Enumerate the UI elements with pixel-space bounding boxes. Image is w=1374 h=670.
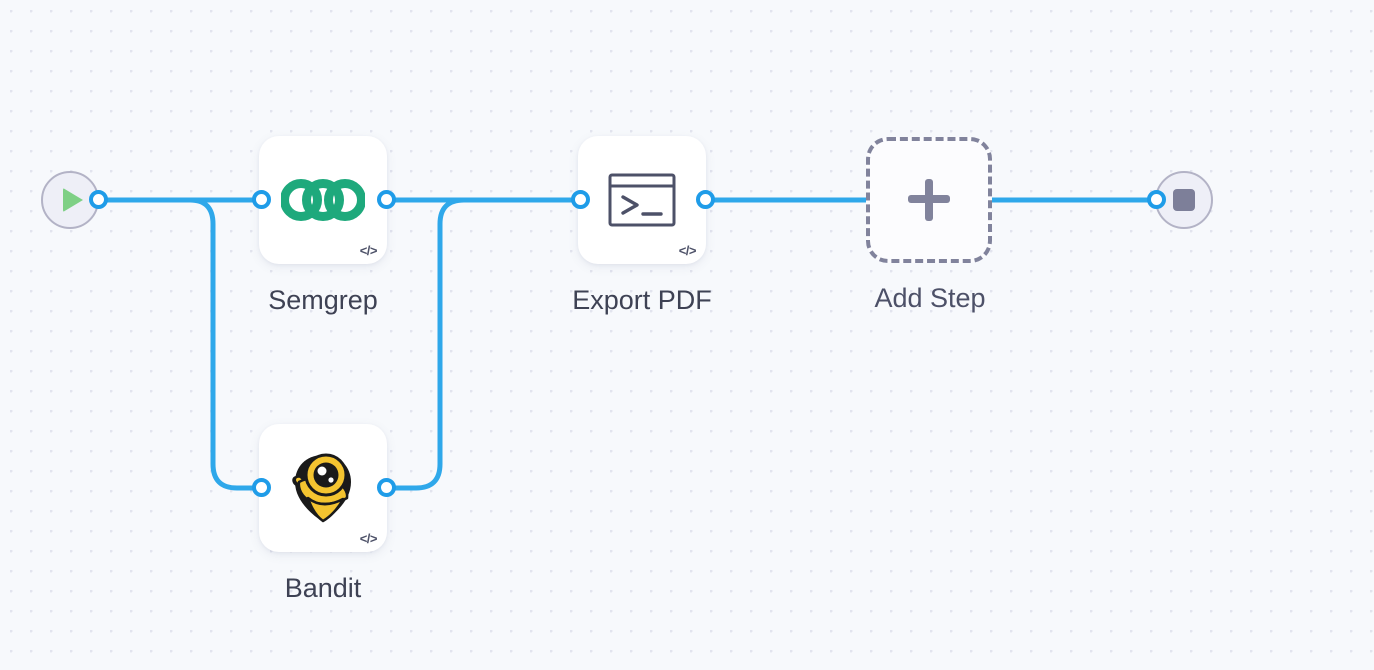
node-label-export-pdf: Export PDF	[572, 285, 712, 315]
port-bandit-output[interactable]	[377, 478, 396, 497]
port-export-output[interactable]	[696, 190, 715, 209]
node-label-semgrep: Semgrep	[268, 285, 378, 315]
code-badge-icon: </>	[359, 243, 378, 258]
port-semgrep-input[interactable]	[252, 190, 271, 209]
port-start-output[interactable]	[89, 190, 108, 209]
semgrep-logo-icon	[259, 136, 387, 264]
node-bandit[interactable]: </>	[259, 424, 387, 552]
node-label-bandit: Bandit	[284, 573, 362, 603]
code-badge-icon: </>	[359, 531, 378, 546]
add-step-button[interactable]	[866, 137, 992, 263]
node-label-add-step: Add Step	[874, 283, 986, 313]
port-export-input[interactable]	[571, 190, 590, 209]
stop-icon	[1173, 189, 1195, 211]
port-bandit-input[interactable]	[252, 478, 271, 497]
node-export-pdf[interactable]: </>	[578, 136, 706, 264]
bandit-logo-icon	[259, 424, 387, 552]
port-semgrep-output[interactable]	[377, 190, 396, 209]
port-stop-input[interactable]	[1147, 190, 1166, 209]
code-badge-icon: </>	[678, 243, 697, 258]
edge-bandit-to-export	[391, 197, 575, 491]
edge-start-to-bandit	[105, 197, 255, 491]
node-semgrep[interactable]: </>	[259, 136, 387, 264]
plus-icon	[908, 179, 950, 221]
terminal-icon	[578, 136, 706, 264]
play-icon	[63, 188, 83, 212]
